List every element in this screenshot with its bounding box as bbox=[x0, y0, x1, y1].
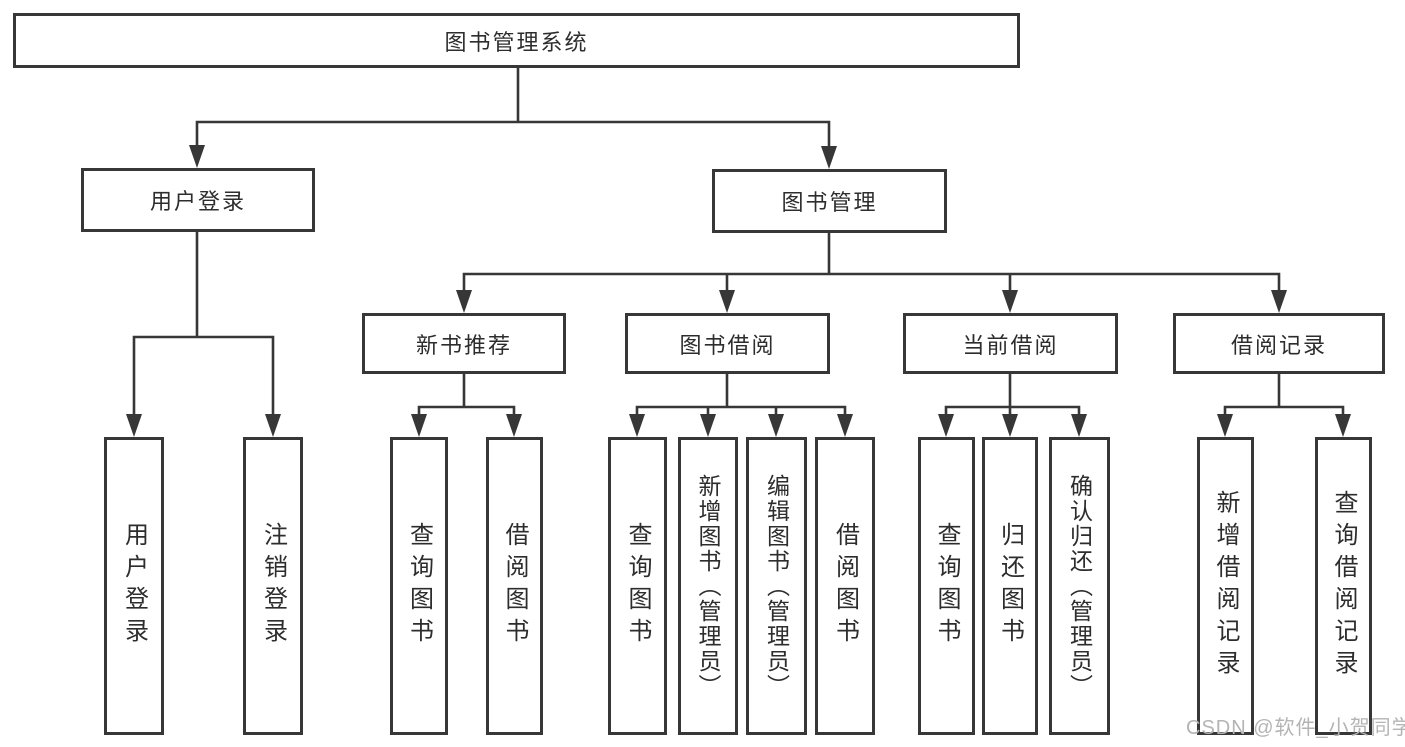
node-leaf-bb-edit-books-admin: 编辑图书（管理员） bbox=[746, 437, 807, 735]
arrowhead-icon bbox=[821, 146, 837, 169]
node-leaf-bb-add-books-admin: 新增图书（管理员） bbox=[678, 437, 738, 735]
arrowhead-icon bbox=[189, 145, 205, 168]
arrowhead-icon bbox=[719, 290, 735, 313]
connector-book-mgmt-branch bbox=[462, 231, 1281, 296]
arrowhead-icon bbox=[265, 414, 281, 437]
node-root: 图书管理系统 bbox=[13, 13, 1020, 68]
node-user-login: 用户登录 bbox=[81, 168, 315, 232]
node-leaf-nb-query-books: 查询图书 bbox=[390, 437, 448, 735]
node-new-book-recommend: 新书推荐 bbox=[362, 313, 566, 374]
arrowhead-icon bbox=[126, 414, 142, 437]
arrowhead-icon bbox=[1271, 290, 1287, 313]
connector-current-borrow-branch bbox=[944, 372, 1081, 420]
node-leaf-user-login: 用户登录 bbox=[104, 437, 164, 735]
arrowhead-icon bbox=[1002, 290, 1018, 313]
arrowhead-icon bbox=[1335, 414, 1351, 437]
connector-new-book-branch bbox=[417, 372, 516, 420]
arrowhead-icon bbox=[1217, 414, 1233, 437]
node-current-borrow: 当前借阅 bbox=[903, 313, 1118, 374]
arrowhead-icon bbox=[768, 414, 784, 437]
node-leaf-cb-confirm-return-admin: 确认归还（管理员） bbox=[1049, 437, 1110, 735]
connector-book-borrow-branch bbox=[635, 372, 847, 420]
connector-borrow-records-branch bbox=[1223, 372, 1345, 420]
node-leaf-cb-return-books: 归还图书 bbox=[982, 437, 1038, 735]
arrowhead-icon bbox=[837, 414, 853, 437]
arrowhead-icon bbox=[411, 414, 427, 437]
connector-user-login-branch bbox=[132, 230, 275, 420]
arrowhead-icon bbox=[1071, 414, 1087, 437]
node-leaf-br-query-record: 查询借阅记录 bbox=[1315, 437, 1372, 735]
arrowhead-icon bbox=[700, 414, 716, 437]
node-book-borrow: 图书借阅 bbox=[625, 313, 830, 374]
node-leaf-br-add-record: 新增借阅记录 bbox=[1197, 437, 1254, 735]
node-leaf-nb-borrow-books: 借阅图书 bbox=[486, 437, 543, 735]
arrowhead-icon bbox=[1002, 414, 1018, 437]
node-book-management: 图书管理 bbox=[712, 169, 947, 233]
arrowhead-icon bbox=[506, 414, 522, 437]
arrowhead-icon bbox=[938, 414, 954, 437]
node-leaf-cb-query-books: 查询图书 bbox=[918, 437, 975, 735]
arrowheads bbox=[126, 145, 1351, 437]
node-leaf-bb-borrow-books: 借阅图书 bbox=[815, 437, 875, 735]
arrowhead-icon bbox=[629, 414, 645, 437]
connector-root-to-level2 bbox=[195, 66, 831, 152]
connector-lines bbox=[132, 66, 1345, 420]
arrowhead-icon bbox=[456, 290, 472, 313]
node-borrow-records: 借阅记录 bbox=[1173, 313, 1385, 374]
node-leaf-bb-query-books: 查询图书 bbox=[608, 437, 667, 735]
csdn-watermark: CSDN @软件_小贺同学 bbox=[1186, 717, 1405, 739]
node-leaf-logout: 注销登录 bbox=[243, 437, 303, 735]
